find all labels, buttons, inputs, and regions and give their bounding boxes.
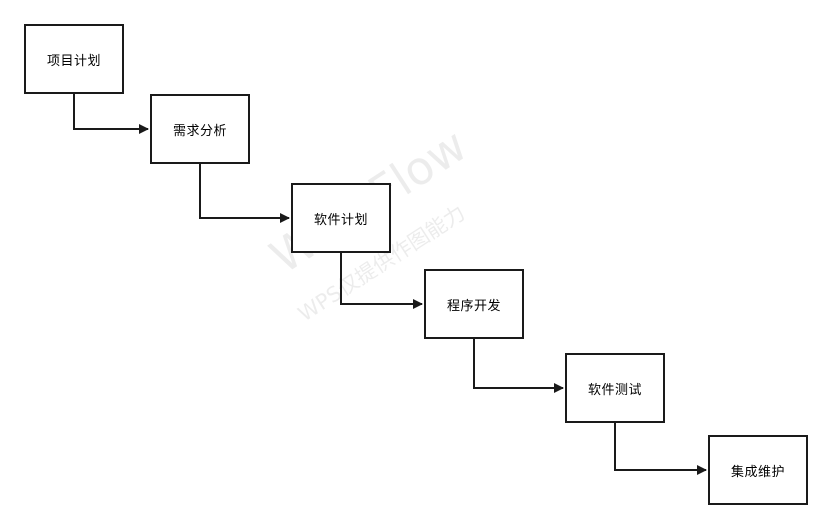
connector-n4-n5 [473, 339, 564, 393]
connector-n1-n2 [73, 94, 149, 134]
node-integration-maintenance[interactable]: 集成维护 [708, 435, 808, 505]
connector-n5-n6 [614, 423, 707, 475]
node-requirements-analysis[interactable]: 需求分析 [150, 94, 250, 164]
node-software-plan[interactable]: 软件计划 [291, 183, 391, 253]
connector-n2-n3 [199, 164, 290, 223]
connector-n3-n4 [340, 253, 423, 309]
node-software-testing[interactable]: 软件测试 [565, 353, 665, 423]
node-project-plan[interactable]: 项目计划 [24, 24, 124, 94]
node-program-development[interactable]: 程序开发 [424, 269, 524, 339]
